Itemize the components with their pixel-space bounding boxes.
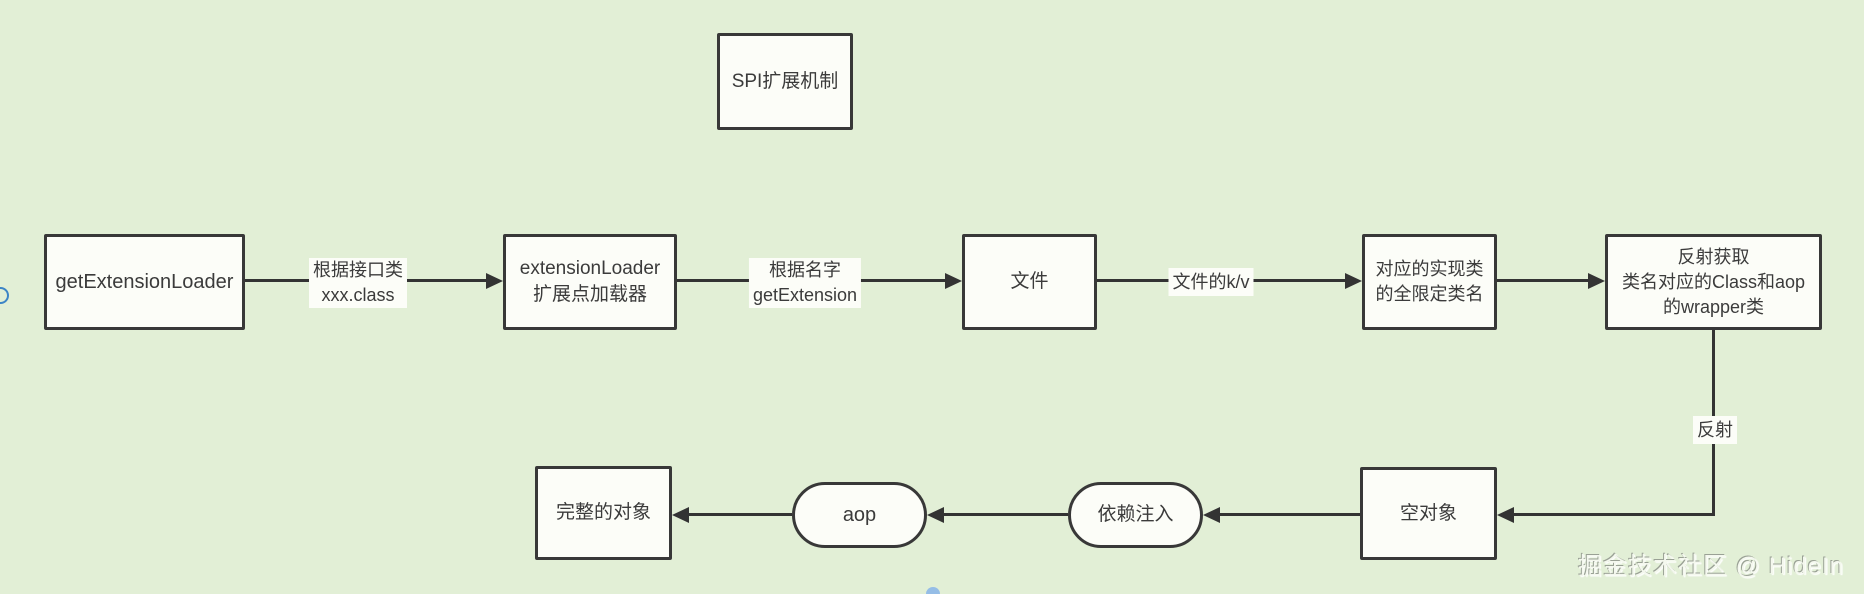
node-label: 依赖注入 xyxy=(1097,504,1174,525)
node-label: aop xyxy=(842,504,877,526)
cursor-dot-icon xyxy=(926,587,940,594)
node-label: 空对象 xyxy=(1399,502,1457,524)
node-complete-object: 完整的对象 xyxy=(535,466,672,560)
edge-arrowhead-right xyxy=(486,273,503,289)
node-impl-class-fqcn: 对应的实现类 的全限定类名 xyxy=(1362,234,1497,330)
node-aop: aop xyxy=(792,482,927,548)
edge-arrowhead-left xyxy=(927,507,944,523)
node-label-line2: 扩展点加载器 xyxy=(532,284,647,305)
node-label: 完整的对象 xyxy=(555,502,651,523)
node-get-extension-loader: getExtensionLoader xyxy=(44,234,245,330)
node-spi-extension-mechanism: SPI扩展机制 xyxy=(717,33,853,130)
juejin-watermark: 掘金技术社区 @ HideIn xyxy=(1578,553,1845,580)
node-label-line1: 对应的实现类 xyxy=(1375,259,1484,279)
node-label-line1: extensionLoader xyxy=(519,258,661,279)
node-label-line2: 的全限定类名 xyxy=(1375,284,1484,304)
edge-arrowhead-right xyxy=(1588,273,1605,289)
node-label: 文件 xyxy=(1010,271,1049,292)
edge-arrowhead-right xyxy=(1345,273,1362,289)
edge-implclass-to-reflectfetch xyxy=(1497,279,1588,282)
edge-arrowhead-right xyxy=(945,273,962,289)
node-dependency-injection: 依赖注入 xyxy=(1068,482,1203,548)
node-file: 文件 xyxy=(962,234,1097,330)
node-label-line2: 类名对应的Class和aop xyxy=(1621,271,1806,292)
edge-label-by-name: 根据名字 getExtension xyxy=(748,258,862,308)
edge-label-line1: 反射 xyxy=(1697,420,1733,440)
edge-dependencyinjection-to-aop xyxy=(944,513,1068,516)
node-label-line3: 的wrapper类 xyxy=(1662,296,1765,317)
edge-arrowhead-left xyxy=(1203,507,1220,523)
node-label-line1: 反射获取 xyxy=(1677,246,1750,267)
edge-label-line1: 文件的k/v xyxy=(1172,272,1250,292)
edge-label-line1: 根据名字 xyxy=(768,260,841,280)
edge-label-line2: getExtension xyxy=(752,285,858,305)
edge-reflect-to-emptyobject xyxy=(1514,513,1715,516)
node-extension-loader: extensionLoader 扩展点加载器 xyxy=(503,234,677,330)
edge-emptyobject-to-dependencyinjection xyxy=(1220,513,1360,516)
node-empty-object: 空对象 xyxy=(1360,467,1497,560)
edge-arrowhead-left xyxy=(672,507,689,523)
edge-label-line2: xxx.class xyxy=(321,285,395,305)
node-label: getExtensionLoader xyxy=(55,271,234,293)
node-reflect-fetch-class-wrapper: 反射获取 类名对应的Class和aop 的wrapper类 xyxy=(1605,234,1822,330)
edge-label-reflect: 反射 xyxy=(1693,416,1737,444)
node-label: SPI扩展机制 xyxy=(731,70,839,92)
edge-aop-to-completeobject xyxy=(689,513,792,516)
edge-arrowhead-left xyxy=(1497,507,1514,523)
edge-label-file-kv: 文件的k/v xyxy=(1168,268,1254,296)
edge-label-by-interface: 根据接口类 xxx.class xyxy=(309,258,407,308)
edge-label-line1: 根据接口类 xyxy=(313,260,403,280)
connection-handle-ring-icon xyxy=(0,287,9,304)
